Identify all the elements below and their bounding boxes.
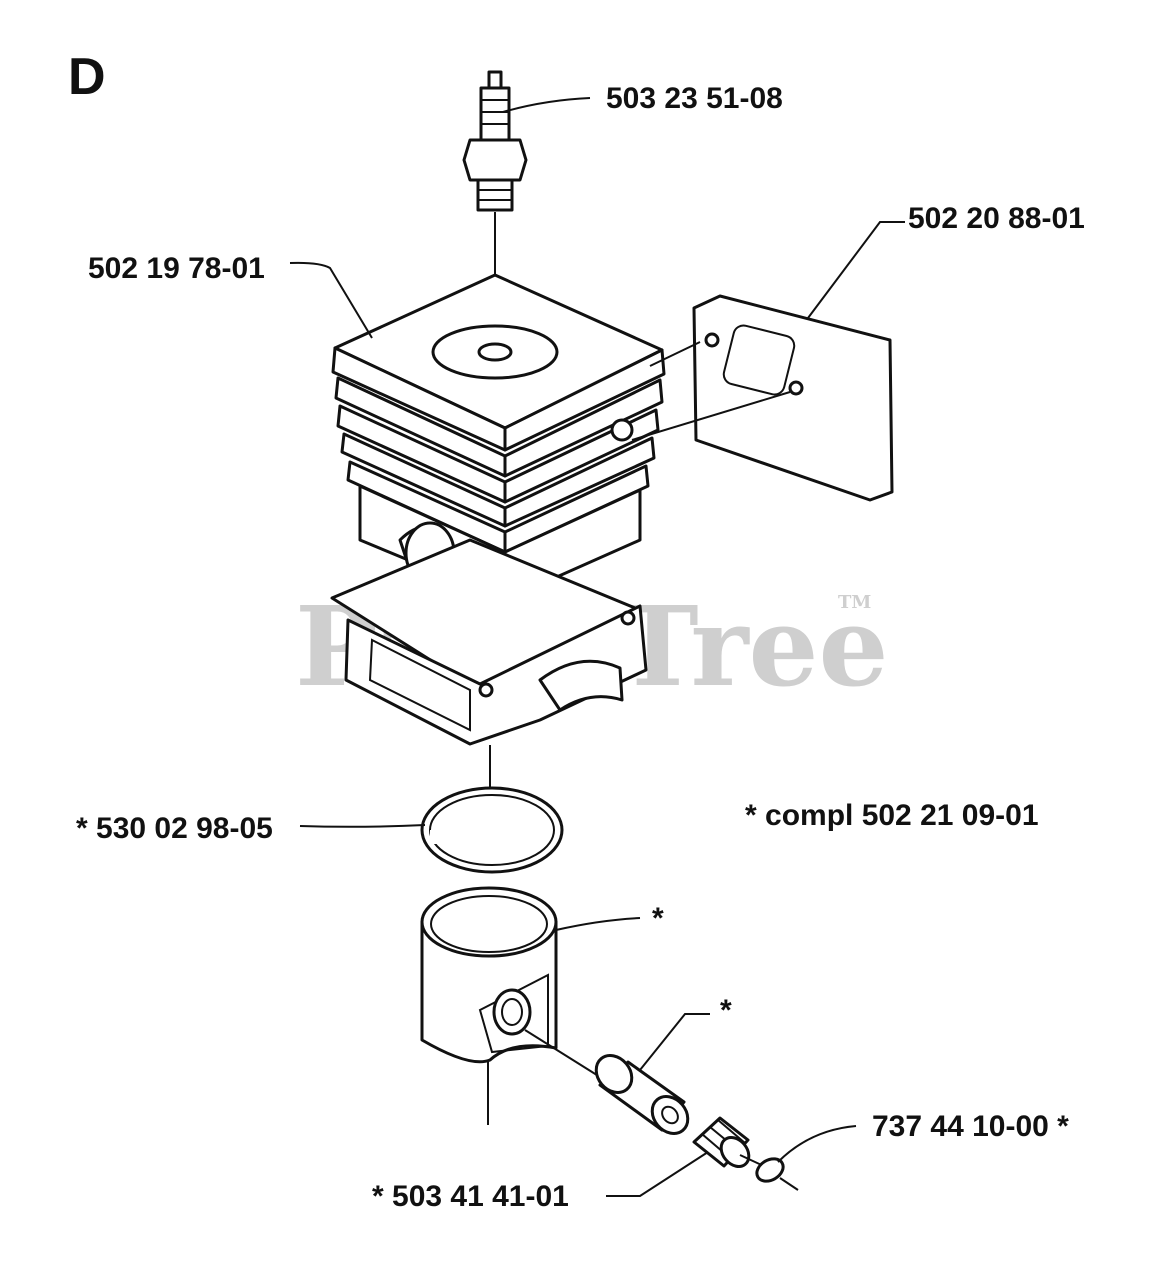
leader-gasket bbox=[807, 221, 905, 319]
circlip[interactable] bbox=[753, 1154, 787, 1185]
label-gasket[interactable]: 502 20 88-01 bbox=[908, 202, 1085, 235]
leader-piston bbox=[555, 917, 641, 931]
circlip-axis bbox=[779, 1177, 799, 1191]
piston-pin[interactable] bbox=[589, 1048, 695, 1140]
label-piston-pin[interactable]: * bbox=[720, 994, 732, 1027]
label-cylinder[interactable]: 502 19 78-01 bbox=[88, 252, 265, 285]
leader-spark-plug bbox=[502, 97, 591, 113]
leader-needle-bearing bbox=[777, 1125, 857, 1163]
label-kit-note[interactable]: * compl 502 21 09-01 bbox=[745, 799, 1039, 832]
cylinder[interactable] bbox=[330, 273, 666, 746]
watermark-tm: TM bbox=[838, 592, 871, 613]
needle-bearing[interactable] bbox=[692, 1116, 754, 1172]
label-bottom-part[interactable]: * 503 41 41-01 bbox=[372, 1180, 569, 1213]
leader-bottom-part bbox=[606, 1151, 709, 1197]
piston[interactable] bbox=[420, 886, 558, 1125]
leader-cylinder bbox=[289, 261, 373, 339]
label-needle-bearing[interactable]: 737 44 10-00 * bbox=[872, 1110, 1069, 1143]
pin-axis bbox=[524, 1029, 609, 1083]
label-piston-ring[interactable]: * 530 02 98-05 bbox=[76, 812, 273, 845]
label-spark-plug[interactable]: 503 23 51-08 bbox=[606, 82, 783, 115]
label-piston[interactable]: * bbox=[652, 902, 664, 935]
leader-piston-pin bbox=[639, 1013, 710, 1071]
leader-gasket-lower bbox=[631, 391, 791, 441]
piston-ring[interactable] bbox=[420, 786, 564, 874]
leader-piston-ring bbox=[299, 824, 426, 828]
section-letter: D bbox=[68, 48, 106, 106]
gasket[interactable] bbox=[692, 294, 894, 502]
leader-gasket-upper bbox=[649, 341, 701, 367]
